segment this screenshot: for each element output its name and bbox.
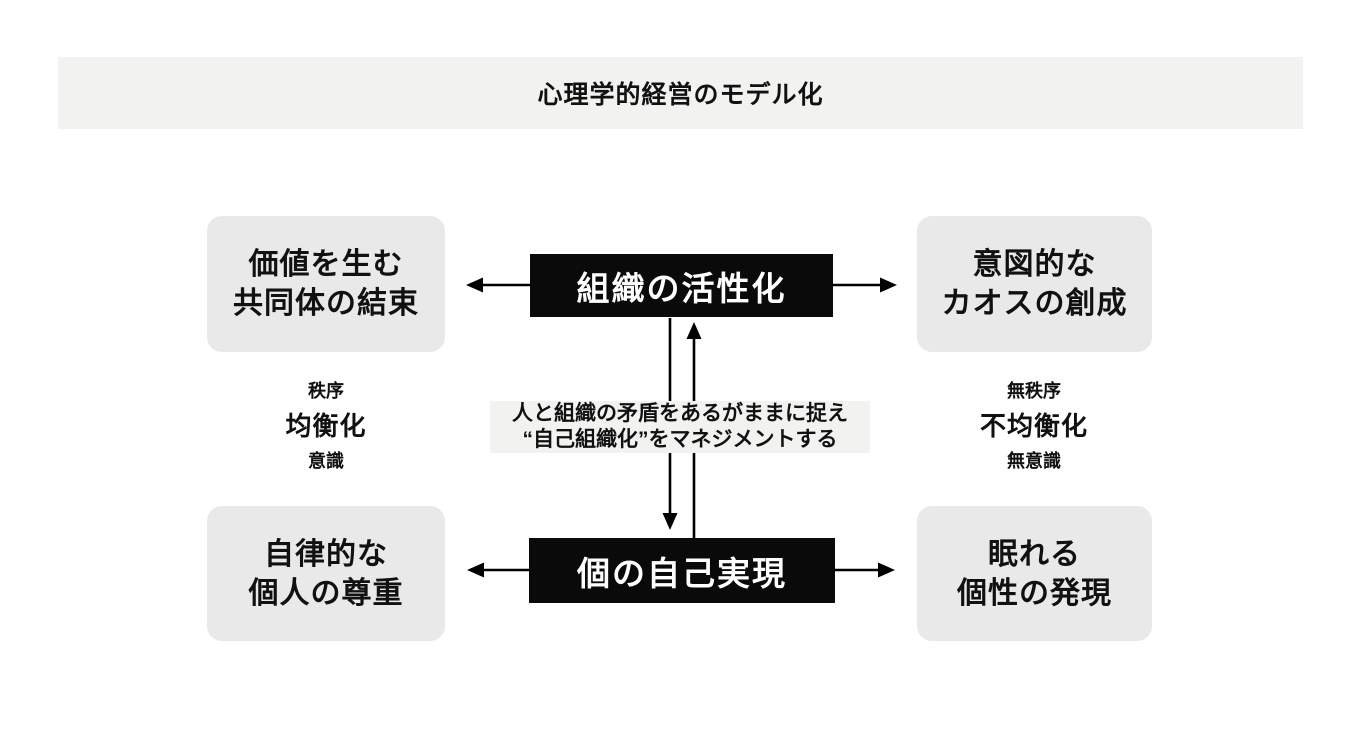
corner-box-bottom-right-line2: 個性の発現 [957,576,1112,610]
side-labels-left: 秩序 均衡化 意識 [226,376,426,476]
side-left-bottom-label: 意識 [308,451,344,471]
corner-box-bottom-right: 眠れる 個性の発現 [917,506,1152,641]
corner-box-bottom-left-line1: 自律的な [264,537,388,571]
arrow-bottom-right-icon [835,562,895,578]
corner-box-top-left-line1: 価値を生む [248,248,404,281]
side-right-top-label: 無秩序 [1007,381,1061,401]
title-bar: 心理学的経営のモデル化 [58,57,1303,129]
corner-box-bottom-left-line2: 個人の尊重 [248,576,404,610]
arrow-bottom-left-icon [467,562,529,578]
black-box-individual-self-realization: 個の自己実現 [529,538,835,603]
side-right-bottom-label: 無意識 [1007,451,1061,471]
center-note-line1: 人と組織の矛盾をあるがままに捉え [512,402,848,425]
black-box-bottom-label: 個の自己実現 [577,554,787,592]
black-box-top-label: 組織の活性化 [576,269,787,307]
side-left-middle-label: 均衡化 [285,411,367,441]
center-note: 人と組織の矛盾をあるがままに捉え “自己組織化”をマネジメントする [490,401,870,453]
corner-box-top-left-line2: 共同体の結束 [233,287,419,320]
center-note-line2: “自己組織化”をマネジメントする [522,428,838,451]
side-right-middle-label: 不均衡化 [979,411,1088,441]
corner-box-top-left: 価値を生む 共同体の結束 [207,216,445,352]
corner-box-bottom-left: 自律的な 個人の尊重 [207,506,445,641]
arrow-top-right-icon [833,277,897,293]
corner-box-bottom-right-line1: 眠れる [988,537,1081,571]
side-left-top-label: 秩序 [308,381,344,401]
diagram-title: 心理学的経営のモデル化 [537,81,824,109]
black-box-organization-activation: 組織の活性化 [530,254,833,317]
corner-box-top-right-line1: 意図的な [972,248,1097,281]
corner-box-top-right-line2: カオスの創成 [941,287,1128,320]
arrow-top-left-icon [466,277,530,293]
corner-box-top-right: 意図的な カオスの創成 [917,216,1152,352]
side-labels-right: 無秩序 不均衡化 無意識 [934,376,1134,476]
